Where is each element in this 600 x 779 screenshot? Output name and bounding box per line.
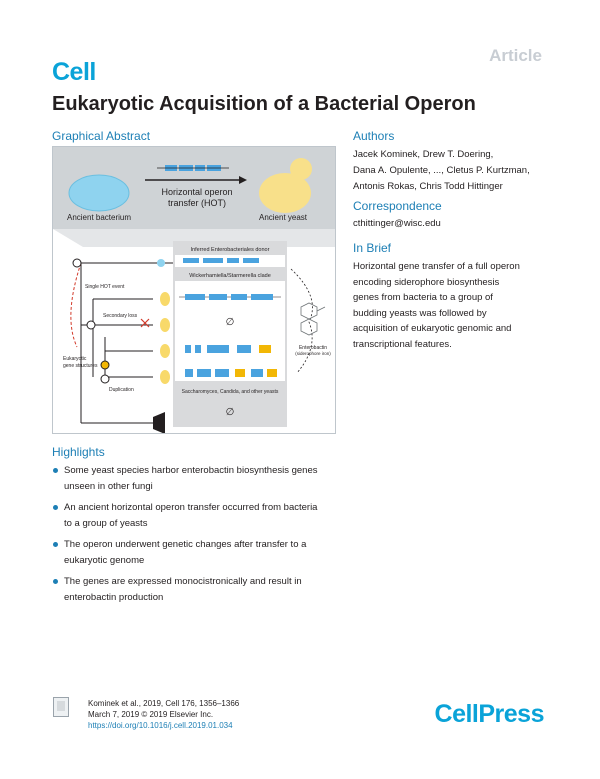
enterobactin-links bbox=[290, 268, 313, 374]
yeast-shape bbox=[259, 173, 311, 213]
hot-label-line2: transfer (HOT) bbox=[168, 198, 226, 208]
hot-event-curve bbox=[70, 262, 82, 348]
in-brief-line: budding yeasts was followed by bbox=[353, 307, 487, 319]
yeast-bud bbox=[290, 158, 312, 180]
hot-label-line1: Horizontal operon bbox=[161, 187, 232, 197]
in-brief-line: encoding siderophore biosynthesis bbox=[353, 276, 500, 288]
hot-arrow-head bbox=[239, 176, 247, 184]
bullet-icon bbox=[53, 542, 58, 547]
doi-link[interactable]: https://doi.org/10.1016/j.cell.2019.01.0… bbox=[88, 721, 233, 730]
clade-panel-label: Wickerhamiella/Starmerella clade bbox=[189, 273, 271, 279]
bacterium-shape bbox=[68, 174, 130, 212]
secondary-loss-label: Secondary loss bbox=[103, 313, 138, 319]
operon-top bbox=[157, 165, 229, 171]
journal-logo[interactable]: Cell bbox=[52, 58, 96, 86]
authors-line: Dana A. Opulente, ..., Cletus P. Kurtzma… bbox=[353, 165, 530, 176]
bottom-panel-label: Saccharomyces, Candida, and other yeasts bbox=[182, 389, 279, 395]
highlight-item: The genes are expressed monocistronicall… bbox=[52, 574, 352, 605]
enterobactin-molecule-icon bbox=[300, 302, 326, 336]
graphical-abstract-svg: Ancient bacterium Ancient yeast Horizont… bbox=[53, 147, 335, 434]
cellpress-logo[interactable]: CellPress bbox=[434, 700, 545, 729]
authors-line: Jacek Kominek, Drew T. Doering, bbox=[353, 149, 494, 160]
enterobactin-label-line2: (siderophore iron) bbox=[295, 351, 331, 356]
bullet-icon bbox=[53, 468, 58, 473]
collapsed-clade bbox=[153, 412, 165, 434]
authors-line: Antonis Rokas, Chris Todd Hittinger bbox=[353, 181, 503, 192]
empty-symbol-2: ∅ bbox=[226, 407, 235, 418]
highlight-line: to a group of yeasts bbox=[64, 517, 148, 529]
highlight-item: An ancient horizontal operon transfer oc… bbox=[52, 500, 352, 531]
node-hot bbox=[86, 320, 96, 330]
highlight-line: The genes are expressed monocistronicall… bbox=[64, 576, 302, 587]
eukaryotic-label-line1: Eukaryotic bbox=[63, 356, 87, 362]
loss-x-icon bbox=[140, 318, 150, 328]
graphical-abstract-figure: Ancient bacterium Ancient yeast Horizont… bbox=[52, 146, 336, 434]
authors-heading: Authors bbox=[353, 129, 395, 143]
enterobactin-label-line1: Enterobactin bbox=[299, 345, 327, 351]
in-brief-line: Horizontal gene transfer of a full opero… bbox=[353, 261, 520, 272]
highlight-line: enterobactin production bbox=[64, 591, 164, 603]
citation-block: Kominek et al., 2019, Cell 176, 1356–136… bbox=[88, 698, 239, 731]
highlight-line: unseen in other fungi bbox=[64, 480, 153, 492]
duplication-label: Duplication bbox=[109, 387, 134, 393]
in-brief-line: genes from bacteria to a group of bbox=[353, 292, 493, 304]
yeast-markers bbox=[160, 292, 170, 384]
citation-line: Kominek et al., 2019, Cell 176, 1356–136… bbox=[88, 699, 240, 708]
single-hot-label: Single HOT event bbox=[85, 284, 125, 290]
highlights-heading: Highlights bbox=[52, 445, 105, 459]
in-brief-line: transcriptional features. bbox=[353, 338, 452, 350]
in-brief-heading: In Brief bbox=[353, 241, 392, 255]
authors-list: Jacek Kominek, Drew T. Doering, Dana A. … bbox=[353, 147, 553, 195]
cellpress-logo-press: Press bbox=[478, 700, 544, 728]
page-title: Eukaryotic Acquisition of a Bacterial Op… bbox=[52, 93, 476, 115]
node-duplication bbox=[100, 374, 110, 384]
journal-cover-icon[interactable] bbox=[53, 697, 69, 717]
node-eukaryotic bbox=[100, 360, 110, 370]
highlight-item: Some yeast species harbor enterobactin b… bbox=[52, 463, 352, 494]
graphical-abstract-heading: Graphical Abstract bbox=[52, 129, 151, 143]
highlights-list: Some yeast species harbor enterobactin b… bbox=[52, 463, 352, 611]
highlight-line: The operon underwent genetic changes aft… bbox=[64, 539, 307, 550]
bacterium-marker bbox=[157, 259, 165, 267]
correspondence-email[interactable]: cthittinger@wisc.edu bbox=[353, 218, 441, 229]
correspondence-heading: Correspondence bbox=[353, 199, 442, 213]
citation-date-line: March 7, 2019 © 2019 Elsevier Inc. bbox=[88, 710, 214, 719]
ancient-bacterium-label: Ancient bacterium bbox=[67, 213, 131, 222]
in-brief-text: Horizontal gene transfer of a full opero… bbox=[353, 259, 548, 353]
donor-panel-label: Inferred Enterobacteriales donor bbox=[191, 247, 270, 253]
highlight-line: An ancient horizontal operon transfer oc… bbox=[64, 502, 318, 513]
in-brief-line: acquisition of eukaryotic genomic and bbox=[353, 323, 512, 335]
highlight-item: The operon underwent genetic changes aft… bbox=[52, 537, 352, 568]
eukaryotic-label-line2: gene structures bbox=[63, 363, 98, 369]
highlight-line: Some yeast species harbor enterobactin b… bbox=[64, 465, 318, 476]
bullet-icon bbox=[53, 505, 58, 510]
highlight-line: eukaryotic genome bbox=[64, 554, 145, 566]
cellpress-logo-cell: Cell bbox=[434, 700, 479, 728]
article-type-label: Article bbox=[489, 46, 542, 65]
empty-symbol-1: ∅ bbox=[226, 317, 235, 328]
ancient-yeast-label: Ancient yeast bbox=[259, 213, 308, 222]
node-donor bbox=[72, 258, 82, 268]
bullet-icon bbox=[53, 579, 58, 584]
